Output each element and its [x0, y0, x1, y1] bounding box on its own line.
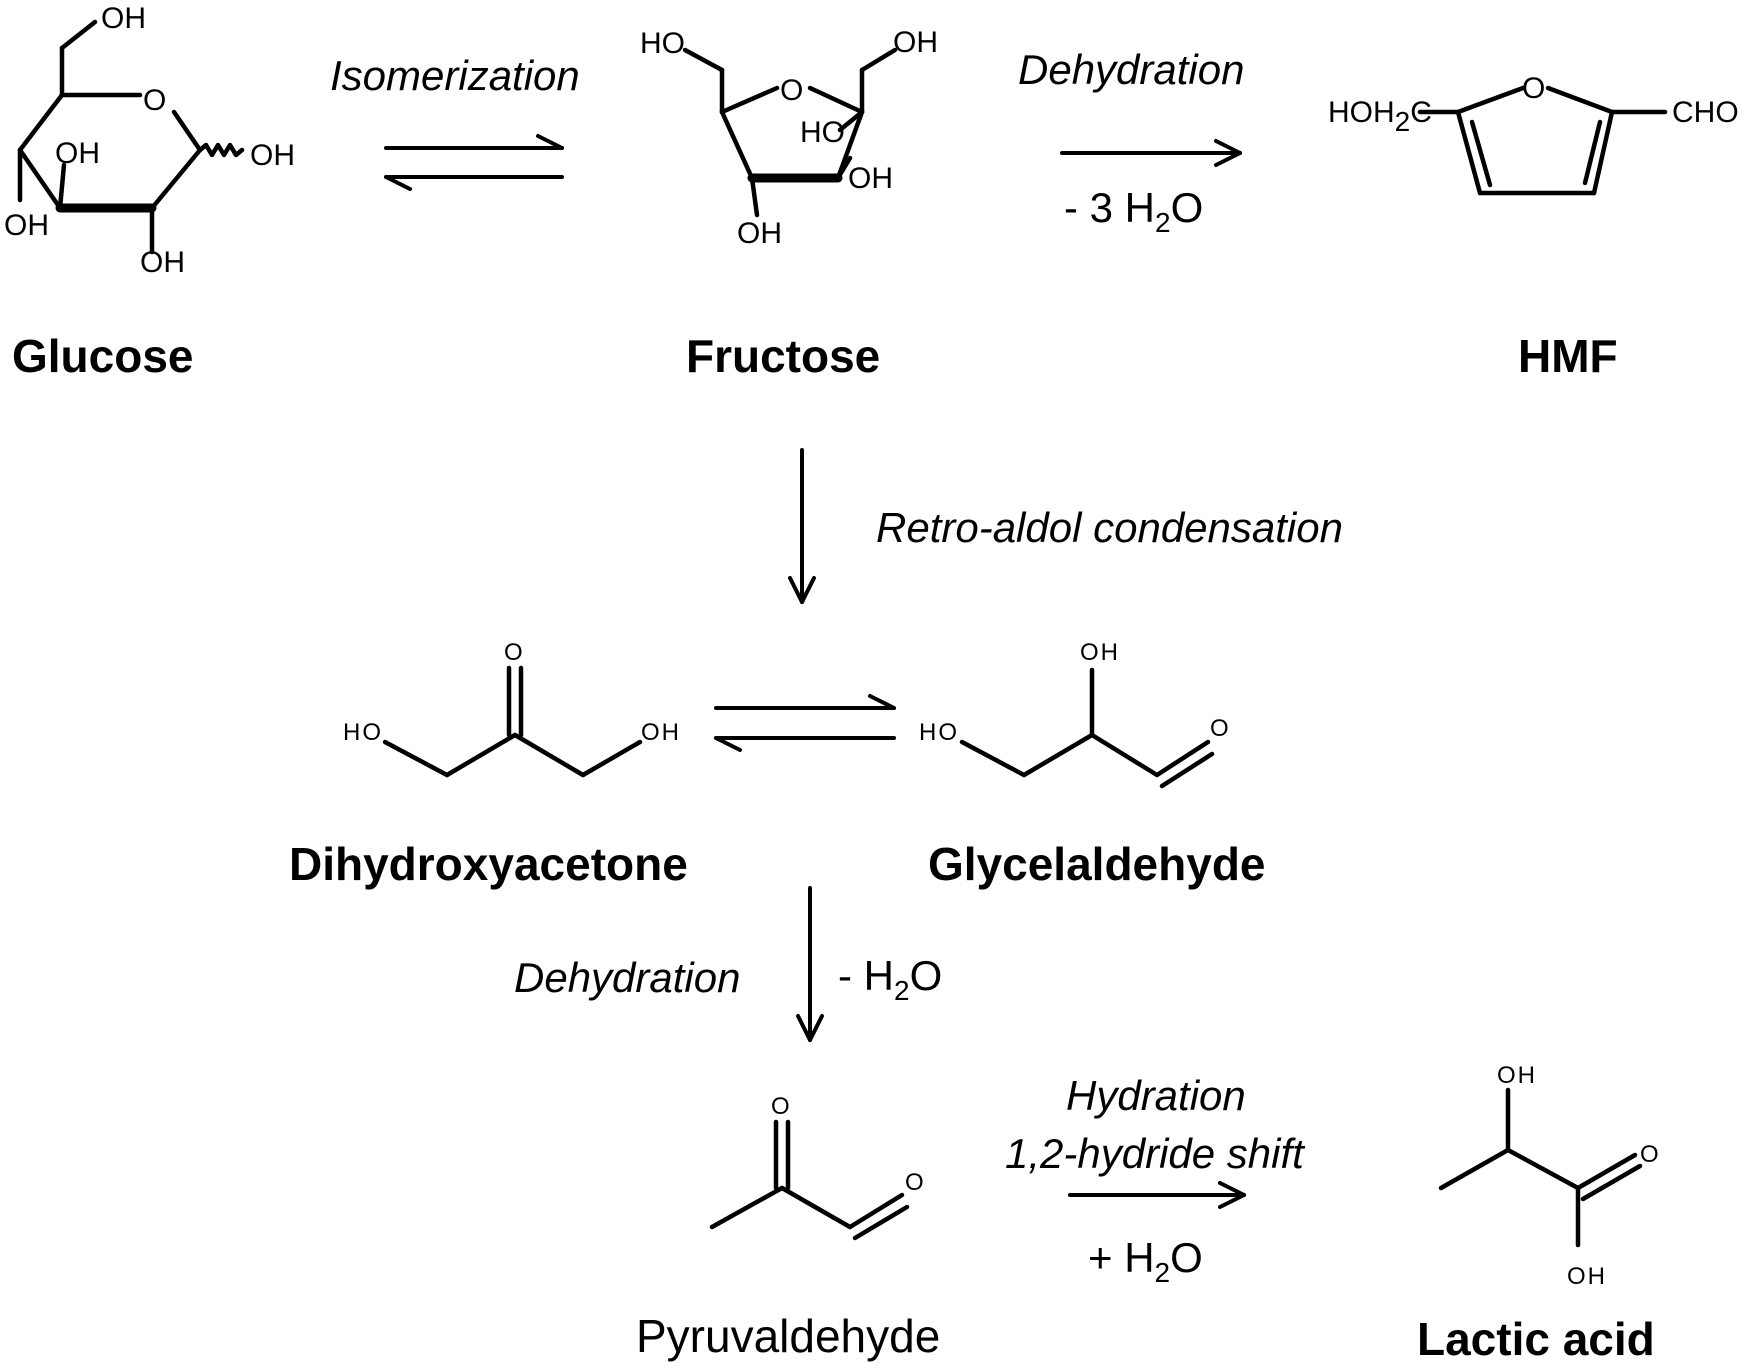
- dihydroxyacetone-bonds: [382, 665, 643, 778]
- lactic-acid-structure: OH O OH: [1438, 1062, 1661, 1290]
- reagent-prefix: + H: [1088, 1234, 1155, 1281]
- byproduct-suffix: O: [910, 952, 943, 999]
- hmf-aldehyde: CHO: [1672, 96, 1739, 129]
- tautomerization-equilibrium-arrow: [714, 694, 896, 752]
- hmf-left-group-text: HOH: [1328, 96, 1395, 129]
- hmf-left-subscript: 2: [1395, 106, 1411, 137]
- retro-aldol-arrow: [788, 448, 816, 604]
- lactic-acid-oh-top: OH: [1497, 1062, 1537, 1089]
- byproduct-suffix: O: [1171, 184, 1204, 231]
- dihydroxyacetone-ho: HO: [343, 719, 383, 746]
- fructose-ring-oxygen: O: [780, 74, 803, 107]
- fructose-ho-mid: HO: [800, 116, 845, 149]
- dihydroxyacetone-structure: O HO OH: [343, 639, 681, 778]
- lactic-acid-oh-bottom: OH: [1567, 1263, 1607, 1290]
- hmf-structure: HOH2C O CHO: [1328, 72, 1739, 196]
- pyruvaldehyde-label: Pyruvaldehyde: [636, 1310, 940, 1362]
- lactic-acid-bonds: [1438, 1087, 1643, 1248]
- dihydroxyacetone-oxygen: O: [504, 639, 525, 666]
- hmf-left-c: C: [1410, 96, 1432, 129]
- dehydration-pyruvaldehyde-byproduct: - H2O: [838, 952, 942, 1006]
- fructose-bonds: [682, 47, 898, 218]
- hmf-bonds: [1417, 85, 1668, 196]
- fructose-oh-right: OH: [893, 26, 938, 59]
- glucose-oh-c2: OH: [140, 246, 185, 279]
- dehydration-pyruvaldehyde-arrow: [796, 886, 824, 1042]
- fructose-label: Fructose: [686, 330, 880, 382]
- byproduct-subscript: 2: [1155, 207, 1171, 238]
- glyceraldehyde-ho: HO: [919, 719, 959, 746]
- lactic-acid-label: Lactic acid: [1417, 1313, 1655, 1365]
- glucose-ring-oxygen: O: [143, 84, 166, 117]
- hmf-ring-oxygen: O: [1522, 72, 1545, 105]
- glucose-bonds: [17, 19, 245, 255]
- glyceraldehyde-oh: OH: [1080, 639, 1120, 666]
- glucose-structure: OH O OH OH OH OH: [4, 2, 295, 279]
- dehydration-hmf-label: Dehydration: [1018, 46, 1244, 93]
- glucose-oh-top: OH: [101, 2, 146, 35]
- fructose-oh-c2: OH: [848, 162, 893, 195]
- hydration-arrow: [1068, 1181, 1246, 1209]
- byproduct-prefix: - 3 H: [1064, 184, 1155, 231]
- isomerization-label: Isomerization: [330, 52, 580, 99]
- hmf-left-group: HOH2C: [1328, 96, 1432, 137]
- fructose-oh-c3: OH: [737, 217, 782, 250]
- hmf-label: HMF: [1518, 330, 1618, 382]
- glyceraldehyde-bonds: [959, 667, 1215, 789]
- fructose-ho-left: HO: [640, 27, 685, 60]
- dehydration-pyruvaldehyde-label: Dehydration: [514, 954, 740, 1001]
- pyruvaldehyde-aldehyde-oxygen: O: [905, 1169, 926, 1196]
- isomerization-equilibrium-arrow: [384, 134, 564, 191]
- byproduct-subscript: 2: [894, 975, 910, 1006]
- glyceraldehyde-oxygen: O: [1210, 715, 1231, 742]
- glyceraldehyde-structure: OH HO O: [919, 639, 1231, 789]
- glucose-oh-c3: OH: [55, 137, 100, 170]
- fructose-structure: HO OH O HO OH OH: [640, 26, 938, 250]
- glucose-oh-anomeric: OH: [250, 139, 295, 172]
- reagent-suffix: O: [1170, 1234, 1203, 1281]
- pyruvaldehyde-structure: O O: [709, 1093, 926, 1241]
- dihydroxyacetone-oh: OH: [641, 719, 681, 746]
- hydration-label: Hydration: [1066, 1072, 1246, 1119]
- dehydration-hmf-byproduct: - 3 H2O: [1064, 184, 1203, 238]
- glyceraldehyde-label: Glycelaldehyde: [928, 838, 1266, 890]
- dihydroxyacetone-label: Dihydroxyacetone: [289, 838, 688, 890]
- byproduct-prefix: - H: [838, 952, 894, 999]
- lactic-acid-carbonyl-oxygen: O: [1640, 1141, 1661, 1168]
- pyruvaldehyde-bonds: [709, 1119, 910, 1241]
- glucose-label: Glucose: [12, 330, 194, 382]
- dehydration-hmf-arrow: [1060, 139, 1242, 167]
- reagent-subscript: 2: [1155, 1257, 1171, 1288]
- pyruvaldehyde-ketone-oxygen: O: [771, 1093, 792, 1120]
- hydride-shift-label: 1,2-hydride shift: [1005, 1130, 1306, 1177]
- retro-aldol-label: Retro-aldol condensation: [876, 504, 1343, 551]
- hydration-reagent: + H2O: [1088, 1234, 1203, 1288]
- glucose-oh-c4: OH: [4, 209, 49, 242]
